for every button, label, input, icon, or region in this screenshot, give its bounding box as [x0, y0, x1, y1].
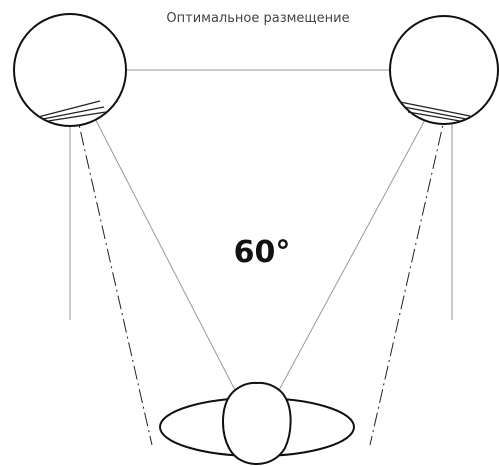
diagram-title: Оптимальное размещение [166, 11, 349, 26]
angle-label: 60° [234, 235, 291, 270]
right-dashdot-line [369, 84, 453, 446]
left-speaker-cone-line [47, 111, 107, 122]
right-speaker [389, 15, 499, 125]
left-triangle-edge [69, 69, 237, 393]
left-speaker-cone-line [42, 106, 105, 120]
right-speaker-cone-line [399, 101, 471, 117]
right-speaker-circle [389, 15, 499, 125]
left-speaker-circle [13, 13, 127, 127]
left-dashdot-line [69, 84, 153, 446]
left-speaker [13, 13, 127, 127]
right-triangle-edge [277, 69, 453, 393]
left-speaker-cone-line [37, 100, 101, 118]
listener [159, 381, 355, 466]
right-speaker-cone-line [403, 106, 467, 120]
listener-head [222, 381, 292, 466]
right-speaker-cone-line [407, 111, 461, 122]
